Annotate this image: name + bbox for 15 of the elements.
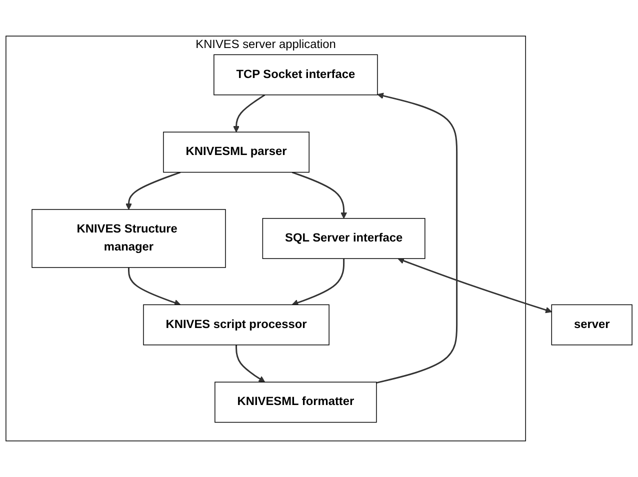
node-box: KNIVES Structure manager [32,209,226,268]
arrow [233,94,266,132]
arrow [292,258,345,306]
node-box: server [551,304,632,346]
node-box: SQL Server interface [262,218,426,259]
arrow [128,268,181,306]
arrow [398,258,552,314]
arrow [376,92,458,384]
arrow [292,172,348,219]
node-box: TCP Socket interface [214,54,378,96]
arrow [125,172,181,210]
node-box: KNIVESML formatter [214,382,377,423]
arrow [236,344,266,382]
node-box: KNIVESML parser [163,132,310,173]
node-box: KNIVES script processor [143,304,330,346]
